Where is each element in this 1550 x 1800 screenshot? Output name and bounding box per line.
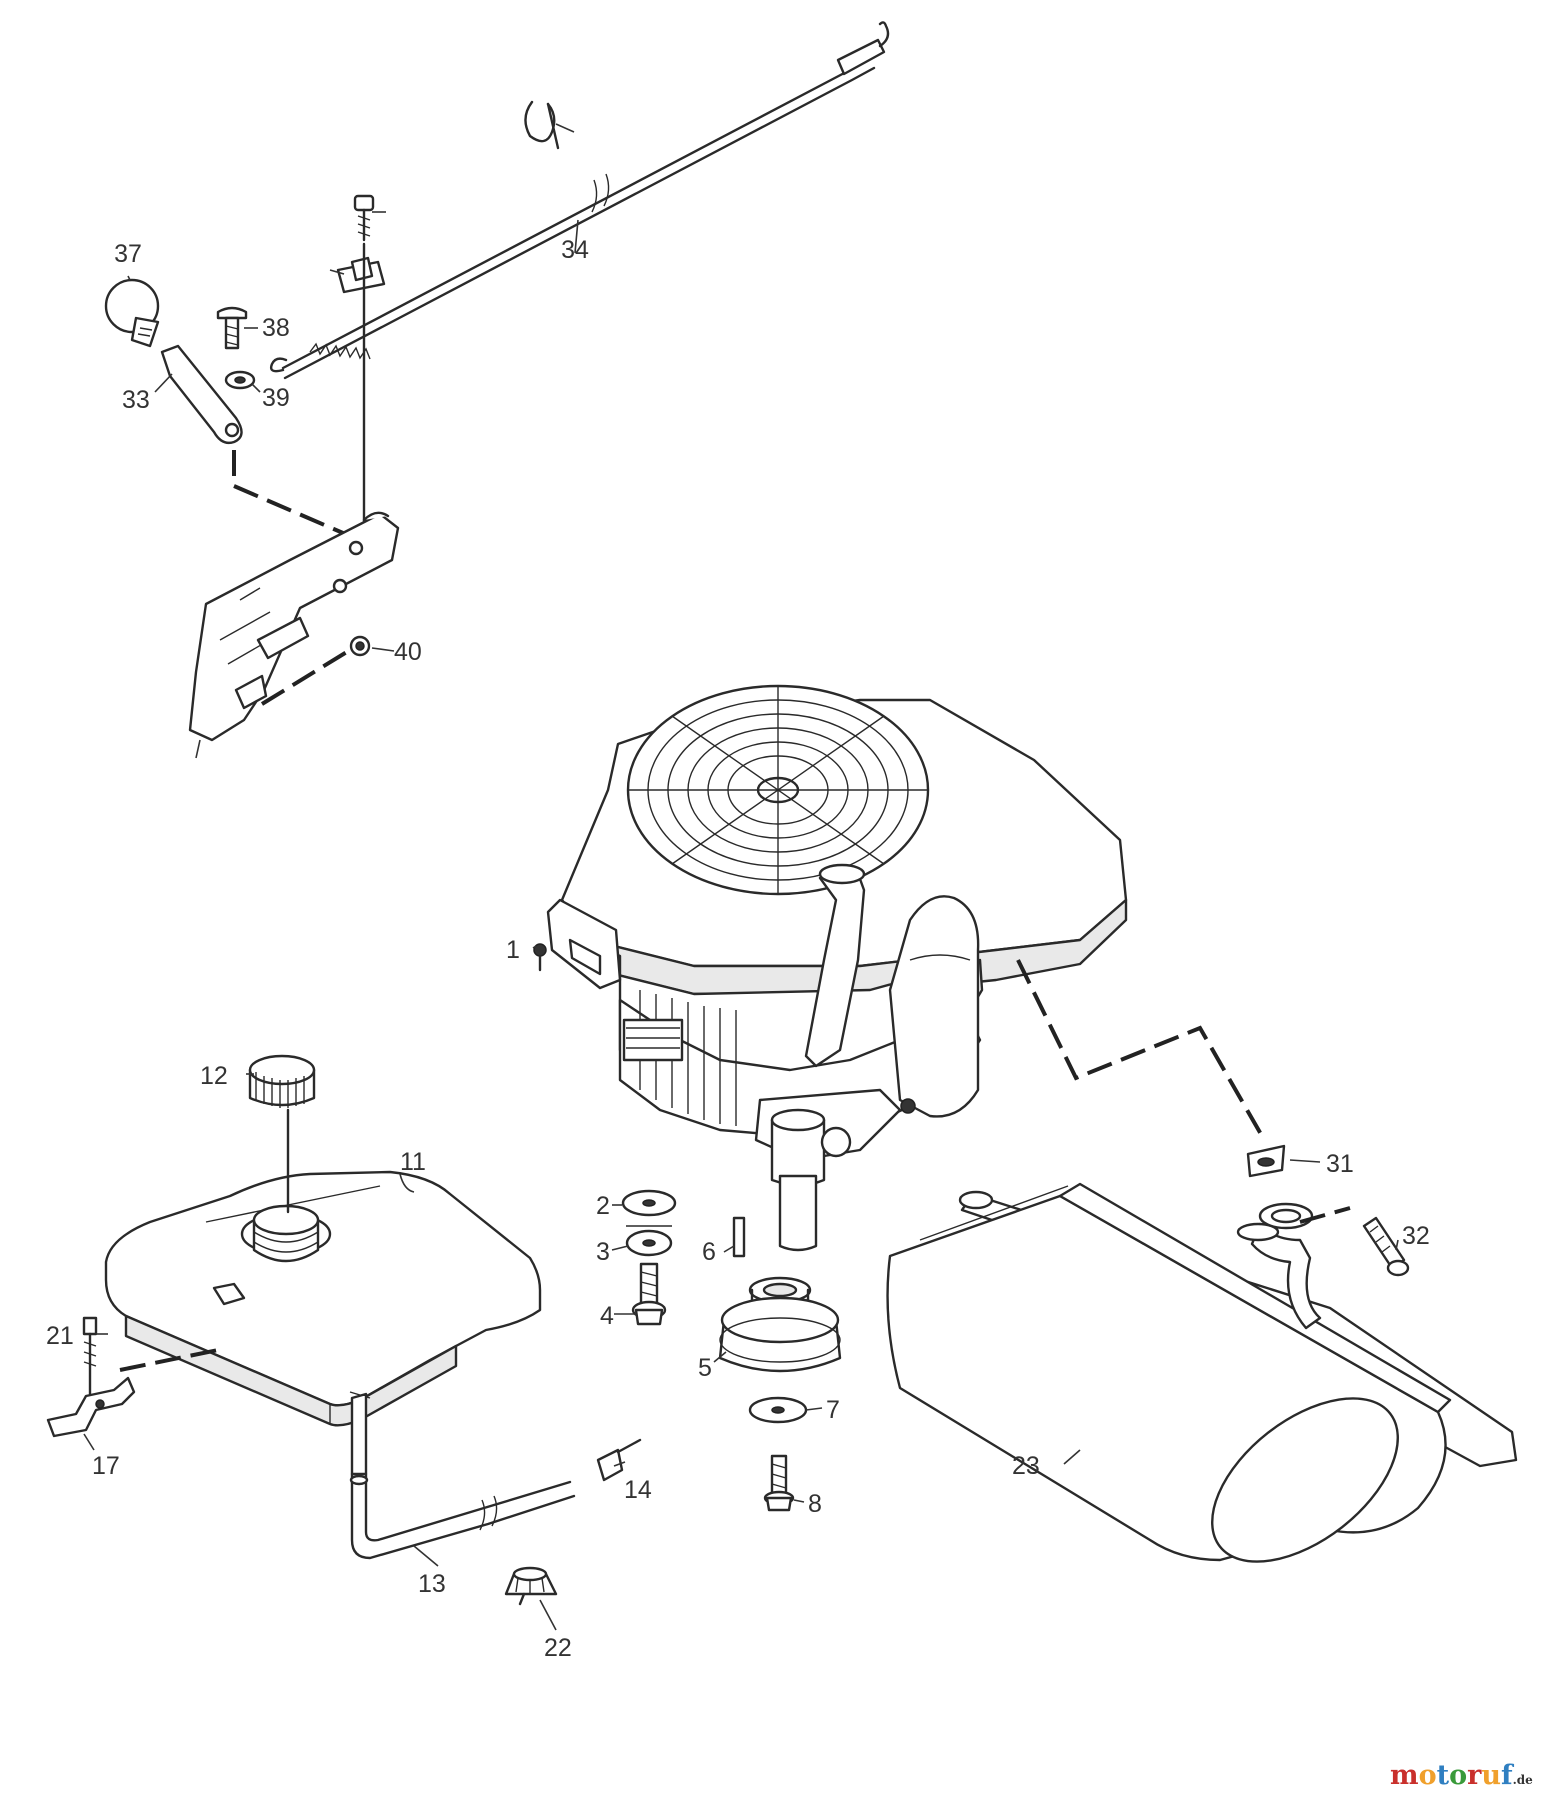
- mounting-bolt: [631, 1262, 667, 1326]
- fuel-cap: [248, 1054, 316, 1108]
- fan-grille: [626, 684, 930, 896]
- callout-4: 4: [600, 1302, 614, 1330]
- callout-16: 21: [46, 1322, 74, 1350]
- lock-nut: [349, 635, 371, 657]
- engine: [533, 684, 1128, 1187]
- callout-12: 12: [200, 1062, 228, 1090]
- callout-37: 40: [394, 638, 422, 666]
- cable-clamp: [336, 256, 386, 294]
- watermark-letter: o: [1419, 1760, 1437, 1791]
- crankshaft: [778, 1174, 818, 1252]
- muffler: [886, 1182, 1518, 1563]
- muffler-align-line: [1016, 959, 1264, 1137]
- callout-35: 39: [262, 384, 290, 412]
- lever-bolt: [216, 306, 248, 350]
- callout-6: 6: [702, 1238, 716, 1266]
- callout-13: 13: [418, 1570, 446, 1598]
- leader-lines: [83, 123, 1399, 1631]
- callout-7: 7: [826, 1396, 840, 1424]
- callout-15: 17: [92, 1452, 120, 1480]
- callout-34: 38: [262, 314, 290, 342]
- callout-8: 8: [808, 1490, 822, 1518]
- spacer-washer: [621, 1189, 677, 1217]
- callout-32: 34: [561, 236, 589, 264]
- fuel-line: [349, 1472, 576, 1560]
- tank-bolt: [82, 1316, 98, 1396]
- throttle-lever: [160, 344, 243, 445]
- fuel-filter: [504, 1566, 558, 1606]
- muffler-screw: [1362, 1216, 1410, 1277]
- throttle-knob: [104, 278, 160, 348]
- watermark-letter: m: [1390, 1760, 1419, 1791]
- cable-tie: [524, 100, 560, 150]
- bracket-align-line: [260, 648, 352, 706]
- watermark-letter: t: [1437, 1760, 1450, 1791]
- callout-23: 32: [1402, 1222, 1430, 1250]
- callout-14: 14: [624, 1476, 652, 1504]
- motoruf-logo: motoruf.de: [1390, 1760, 1533, 1791]
- callout-3: 3: [596, 1238, 610, 1266]
- watermark-letter: f: [1501, 1760, 1515, 1791]
- pulley-bolt: [763, 1454, 795, 1512]
- callout-22: 31: [1326, 1150, 1354, 1178]
- throttle-cable-assembly: [269, 21, 890, 380]
- watermark-letter: r: [1467, 1760, 1482, 1791]
- callout-5: 5: [698, 1354, 712, 1382]
- callout-11: 11: [400, 1148, 426, 1176]
- pulley-washer: [748, 1396, 808, 1424]
- exhaust-gasket: [1246, 1144, 1286, 1178]
- shaft-key: [732, 1216, 746, 1258]
- assembly-line: [232, 450, 351, 538]
- callout-labels: 37 38 39 33 40 34 1 12 11 2 3 4 5 6 7 8 …: [46, 236, 1430, 1662]
- tank-bracket: [46, 1376, 136, 1438]
- watermark-letter: u: [1481, 1760, 1501, 1791]
- lever-washer: [224, 370, 256, 390]
- exhaust-flange: [1258, 1202, 1314, 1230]
- lock-washer: [625, 1225, 673, 1257]
- callout-17: 22: [544, 1634, 572, 1662]
- callout-1: 1: [506, 936, 520, 964]
- callout-33: 37: [114, 240, 142, 268]
- fuel-tank: [104, 1170, 542, 1476]
- watermark-suffix: .de: [1513, 1773, 1534, 1787]
- flange-align-line: [1299, 1206, 1351, 1224]
- clamp-screw: [353, 194, 375, 242]
- tank-align-line: [119, 1348, 219, 1372]
- watermark-letter: o: [1449, 1760, 1467, 1791]
- drive-pulley: [718, 1276, 842, 1373]
- hose-clamp: [596, 1438, 642, 1482]
- callout-21: 23: [1012, 1452, 1040, 1480]
- watermark-text: motoruf.de: [1390, 1760, 1533, 1791]
- callout-2: 2: [596, 1192, 610, 1220]
- control-bracket: [188, 511, 400, 759]
- callout-31: 33: [122, 386, 150, 414]
